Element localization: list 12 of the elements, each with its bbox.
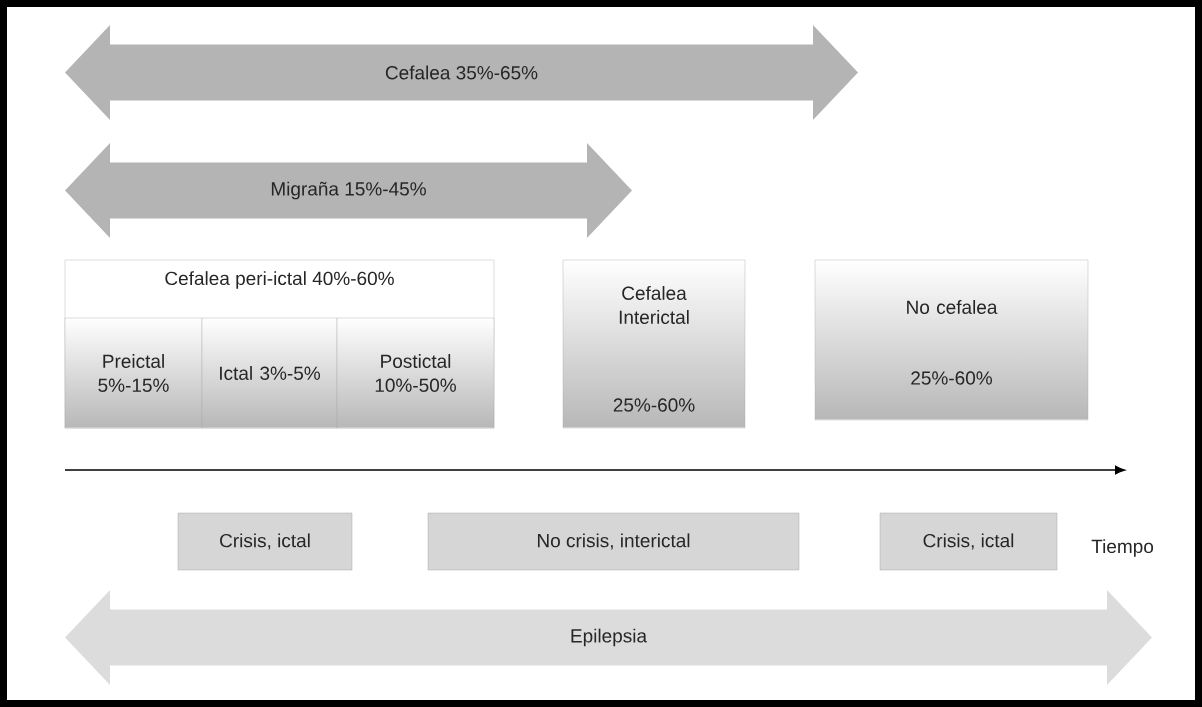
shaded-box: No cefalea 25%-60% (814, 259, 1089, 421)
range-band: Migraña 15%-45% (65, 143, 632, 238)
table-cell: Postictal 10%-50% (336, 317, 495, 429)
axis-label: Tiempo (1091, 539, 1154, 557)
phase-box: Crisis, ictal (879, 512, 1058, 571)
phase-box: Crisis, ictal (177, 512, 353, 571)
table-cell: Preictal 5%-15% (64, 317, 203, 429)
range-band: Cefalea 35%-65% (65, 25, 858, 120)
range-band: Epilepsia (65, 590, 1152, 685)
phase-box: No crisis, interictal (427, 512, 800, 571)
shaded-box: Cefalea Interictal 25%-60% (562, 259, 746, 429)
table-cell: Ictal 3%-5% (201, 317, 338, 429)
